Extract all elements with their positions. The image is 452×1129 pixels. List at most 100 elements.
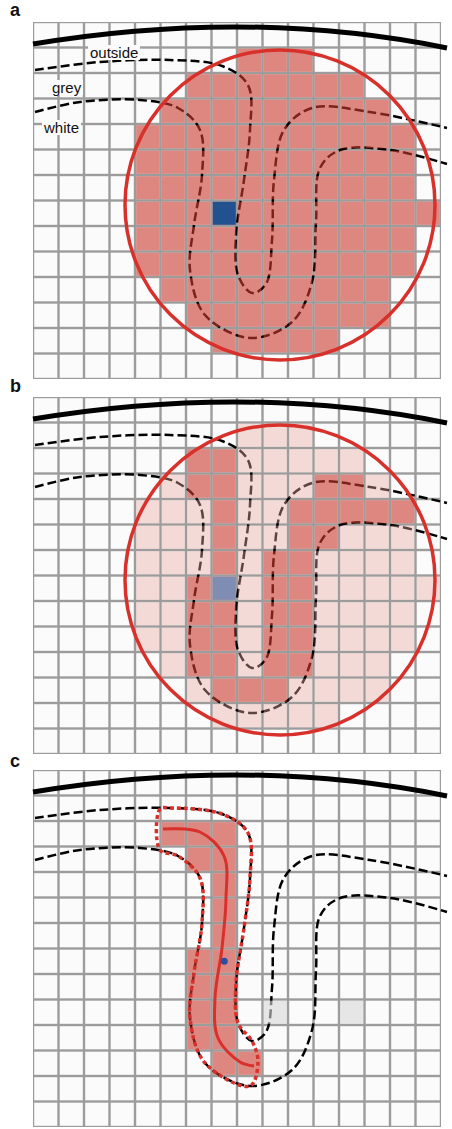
voxel xyxy=(391,1052,414,1075)
voxel xyxy=(213,602,236,625)
voxel xyxy=(111,628,134,651)
selected-voxel xyxy=(136,202,159,225)
centre-voxel xyxy=(213,577,236,600)
voxel xyxy=(60,602,83,625)
voxel xyxy=(85,653,108,676)
voxel xyxy=(366,797,389,820)
voxel xyxy=(162,975,185,998)
voxel xyxy=(85,125,108,148)
selected-voxel xyxy=(315,151,338,174)
voxel xyxy=(391,730,414,753)
voxel xyxy=(417,653,440,676)
voxel xyxy=(111,1001,134,1024)
voxel xyxy=(315,602,338,625)
voxel xyxy=(238,1001,261,1024)
selected-voxel xyxy=(289,475,312,498)
voxel xyxy=(60,424,83,447)
voxel xyxy=(111,679,134,702)
voxel xyxy=(187,125,210,148)
selected-voxel xyxy=(315,577,338,600)
voxel xyxy=(289,125,312,148)
voxel xyxy=(315,797,338,820)
selected-voxel xyxy=(340,74,363,97)
selected-voxel xyxy=(187,151,210,174)
voxel xyxy=(417,873,440,896)
voxel xyxy=(111,950,134,973)
voxel xyxy=(340,1001,363,1024)
voxel xyxy=(85,551,108,574)
voxel xyxy=(60,202,83,225)
panel-letter: a xyxy=(10,0,20,20)
voxel xyxy=(366,950,389,973)
voxel xyxy=(85,449,108,472)
voxel xyxy=(111,975,134,998)
voxel xyxy=(366,424,389,447)
voxel xyxy=(213,797,236,820)
voxel xyxy=(187,653,210,676)
voxel xyxy=(162,950,185,973)
voxel xyxy=(85,924,108,947)
voxel xyxy=(264,500,287,523)
voxel xyxy=(391,822,414,845)
selected-voxel xyxy=(238,704,261,727)
voxel xyxy=(264,125,287,148)
selected-voxel xyxy=(340,151,363,174)
voxel xyxy=(85,704,108,727)
voxel xyxy=(162,355,185,378)
voxel xyxy=(366,577,389,600)
voxel xyxy=(213,679,236,702)
voxel xyxy=(366,355,389,378)
voxel xyxy=(315,1077,338,1100)
voxel xyxy=(136,151,159,174)
voxel xyxy=(136,74,159,97)
voxel xyxy=(187,475,210,498)
voxel xyxy=(187,151,210,174)
selected-voxel xyxy=(162,628,185,651)
selected-voxel xyxy=(213,551,236,574)
voxel xyxy=(289,526,312,549)
voxel xyxy=(315,475,338,498)
voxel-overlay xyxy=(136,424,440,728)
voxel xyxy=(417,1001,440,1024)
selected-voxel xyxy=(315,628,338,651)
selected-voxel xyxy=(289,253,312,276)
voxel xyxy=(187,602,210,625)
selected-voxel xyxy=(238,551,261,574)
voxel xyxy=(289,975,312,998)
voxel xyxy=(289,653,312,676)
voxel xyxy=(366,475,389,498)
voxel xyxy=(391,526,414,549)
voxel xyxy=(340,526,363,549)
selected-voxel xyxy=(238,500,261,523)
voxel xyxy=(391,1026,414,1049)
voxel xyxy=(187,500,210,523)
voxel xyxy=(60,1077,83,1100)
selected-voxel xyxy=(391,500,414,523)
voxel xyxy=(34,355,57,378)
selected-voxel xyxy=(213,475,236,498)
selected-voxel xyxy=(289,304,312,327)
voxel xyxy=(187,253,210,276)
selected-voxel xyxy=(187,628,210,651)
voxel xyxy=(136,602,159,625)
voxel xyxy=(213,1103,236,1126)
voxel xyxy=(85,679,108,702)
voxel xyxy=(315,551,338,574)
selected-voxel xyxy=(238,202,261,225)
selected-voxel xyxy=(340,449,363,472)
voxel xyxy=(391,1103,414,1126)
voxel xyxy=(111,1103,134,1126)
voxel xyxy=(264,551,287,574)
voxel xyxy=(85,577,108,600)
voxel xyxy=(85,74,108,97)
selected-voxel xyxy=(187,176,210,199)
voxel xyxy=(391,975,414,998)
voxel xyxy=(289,577,312,600)
voxel xyxy=(366,653,389,676)
voxel xyxy=(213,202,236,225)
voxel xyxy=(34,1077,57,1100)
selected-voxel xyxy=(264,329,287,352)
selected-voxel xyxy=(366,475,389,498)
voxel xyxy=(60,730,83,753)
